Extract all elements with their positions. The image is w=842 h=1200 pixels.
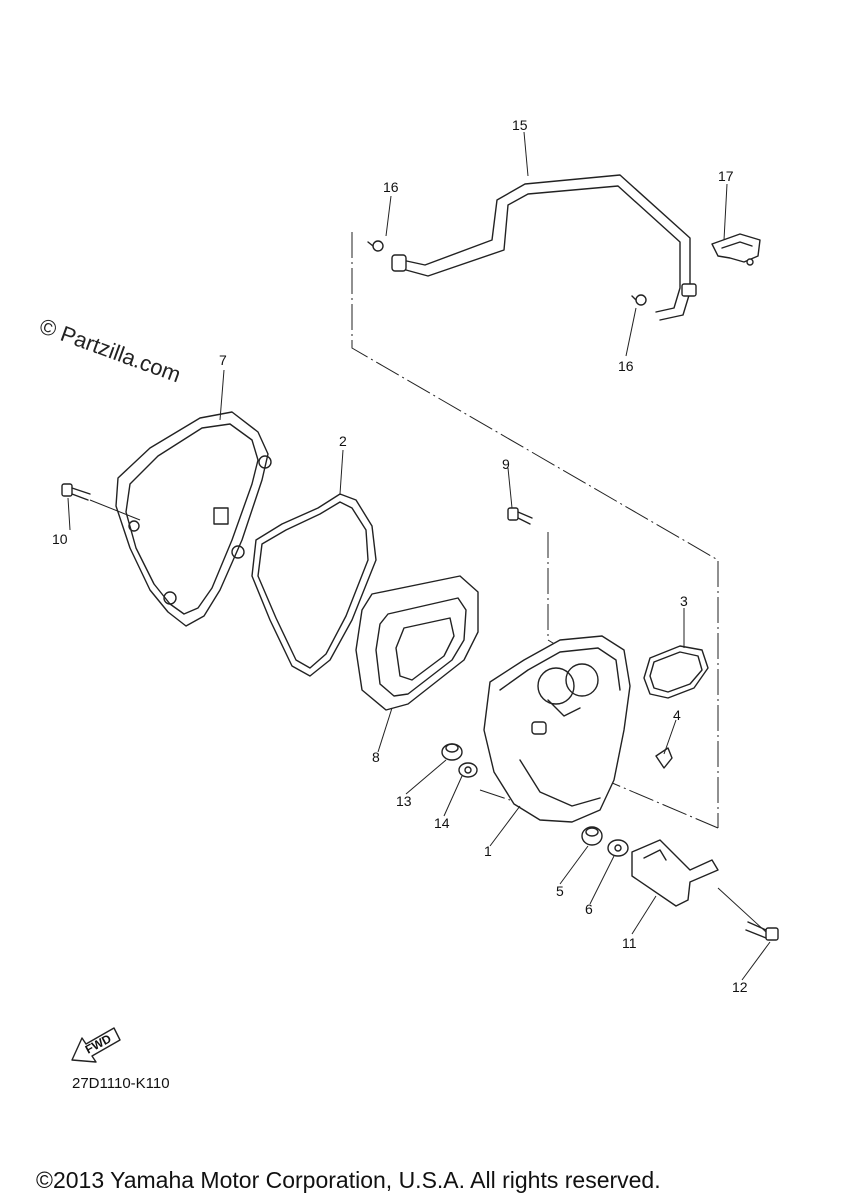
callout-7: 7	[219, 352, 227, 368]
cover-gasket	[251, 493, 377, 677]
case-clip	[655, 747, 673, 769]
hose-bracket-clip	[711, 233, 761, 266]
callout-9: 9	[502, 456, 510, 472]
fwd-arrow-icon: FWD	[71, 1027, 121, 1063]
diagram-code: 27D1110-K110	[72, 1075, 170, 1092]
bolt-10	[61, 483, 91, 501]
collar-6	[607, 839, 629, 857]
callout-3: 3	[680, 593, 688, 609]
bolt-12	[745, 921, 779, 941]
callout-16-lower: 16	[618, 358, 634, 374]
hose-clip-lower	[631, 294, 647, 306]
callout-17: 17	[718, 168, 734, 184]
collar-14	[458, 762, 478, 778]
callout-13: 13	[396, 793, 412, 809]
callout-11: 11	[622, 935, 637, 951]
callout-14: 14	[434, 815, 450, 831]
case-seal	[643, 645, 709, 699]
copyright-text: ©2013 Yamaha Motor Corporation, U.S.A. A…	[36, 1167, 661, 1193]
watermark-text: © Partzilla.com	[36, 313, 184, 387]
air-filter-element	[355, 575, 479, 711]
callout-2: 2	[339, 433, 347, 449]
assembly-dash-lines	[351, 232, 719, 829]
leader-lines	[67, 131, 771, 981]
damper-13	[441, 743, 463, 761]
bracket-11	[631, 839, 719, 907]
callout-10: 10	[52, 531, 68, 547]
air-cleaner-cover	[115, 411, 272, 627]
callout-12: 12	[732, 979, 748, 995]
callout-16-upper: 16	[383, 179, 399, 195]
damper-5	[581, 826, 603, 846]
callout-4: 4	[673, 707, 681, 723]
callout-6: 6	[585, 901, 593, 917]
callout-1: 1	[484, 843, 492, 859]
callout-15: 15	[512, 117, 528, 133]
callout-8: 8	[372, 749, 380, 765]
callout-5: 5	[556, 883, 564, 899]
hose-clip-upper	[367, 240, 384, 252]
air-cleaner-case	[483, 635, 631, 823]
breather-hose	[391, 174, 697, 321]
bolt-9	[507, 507, 533, 525]
